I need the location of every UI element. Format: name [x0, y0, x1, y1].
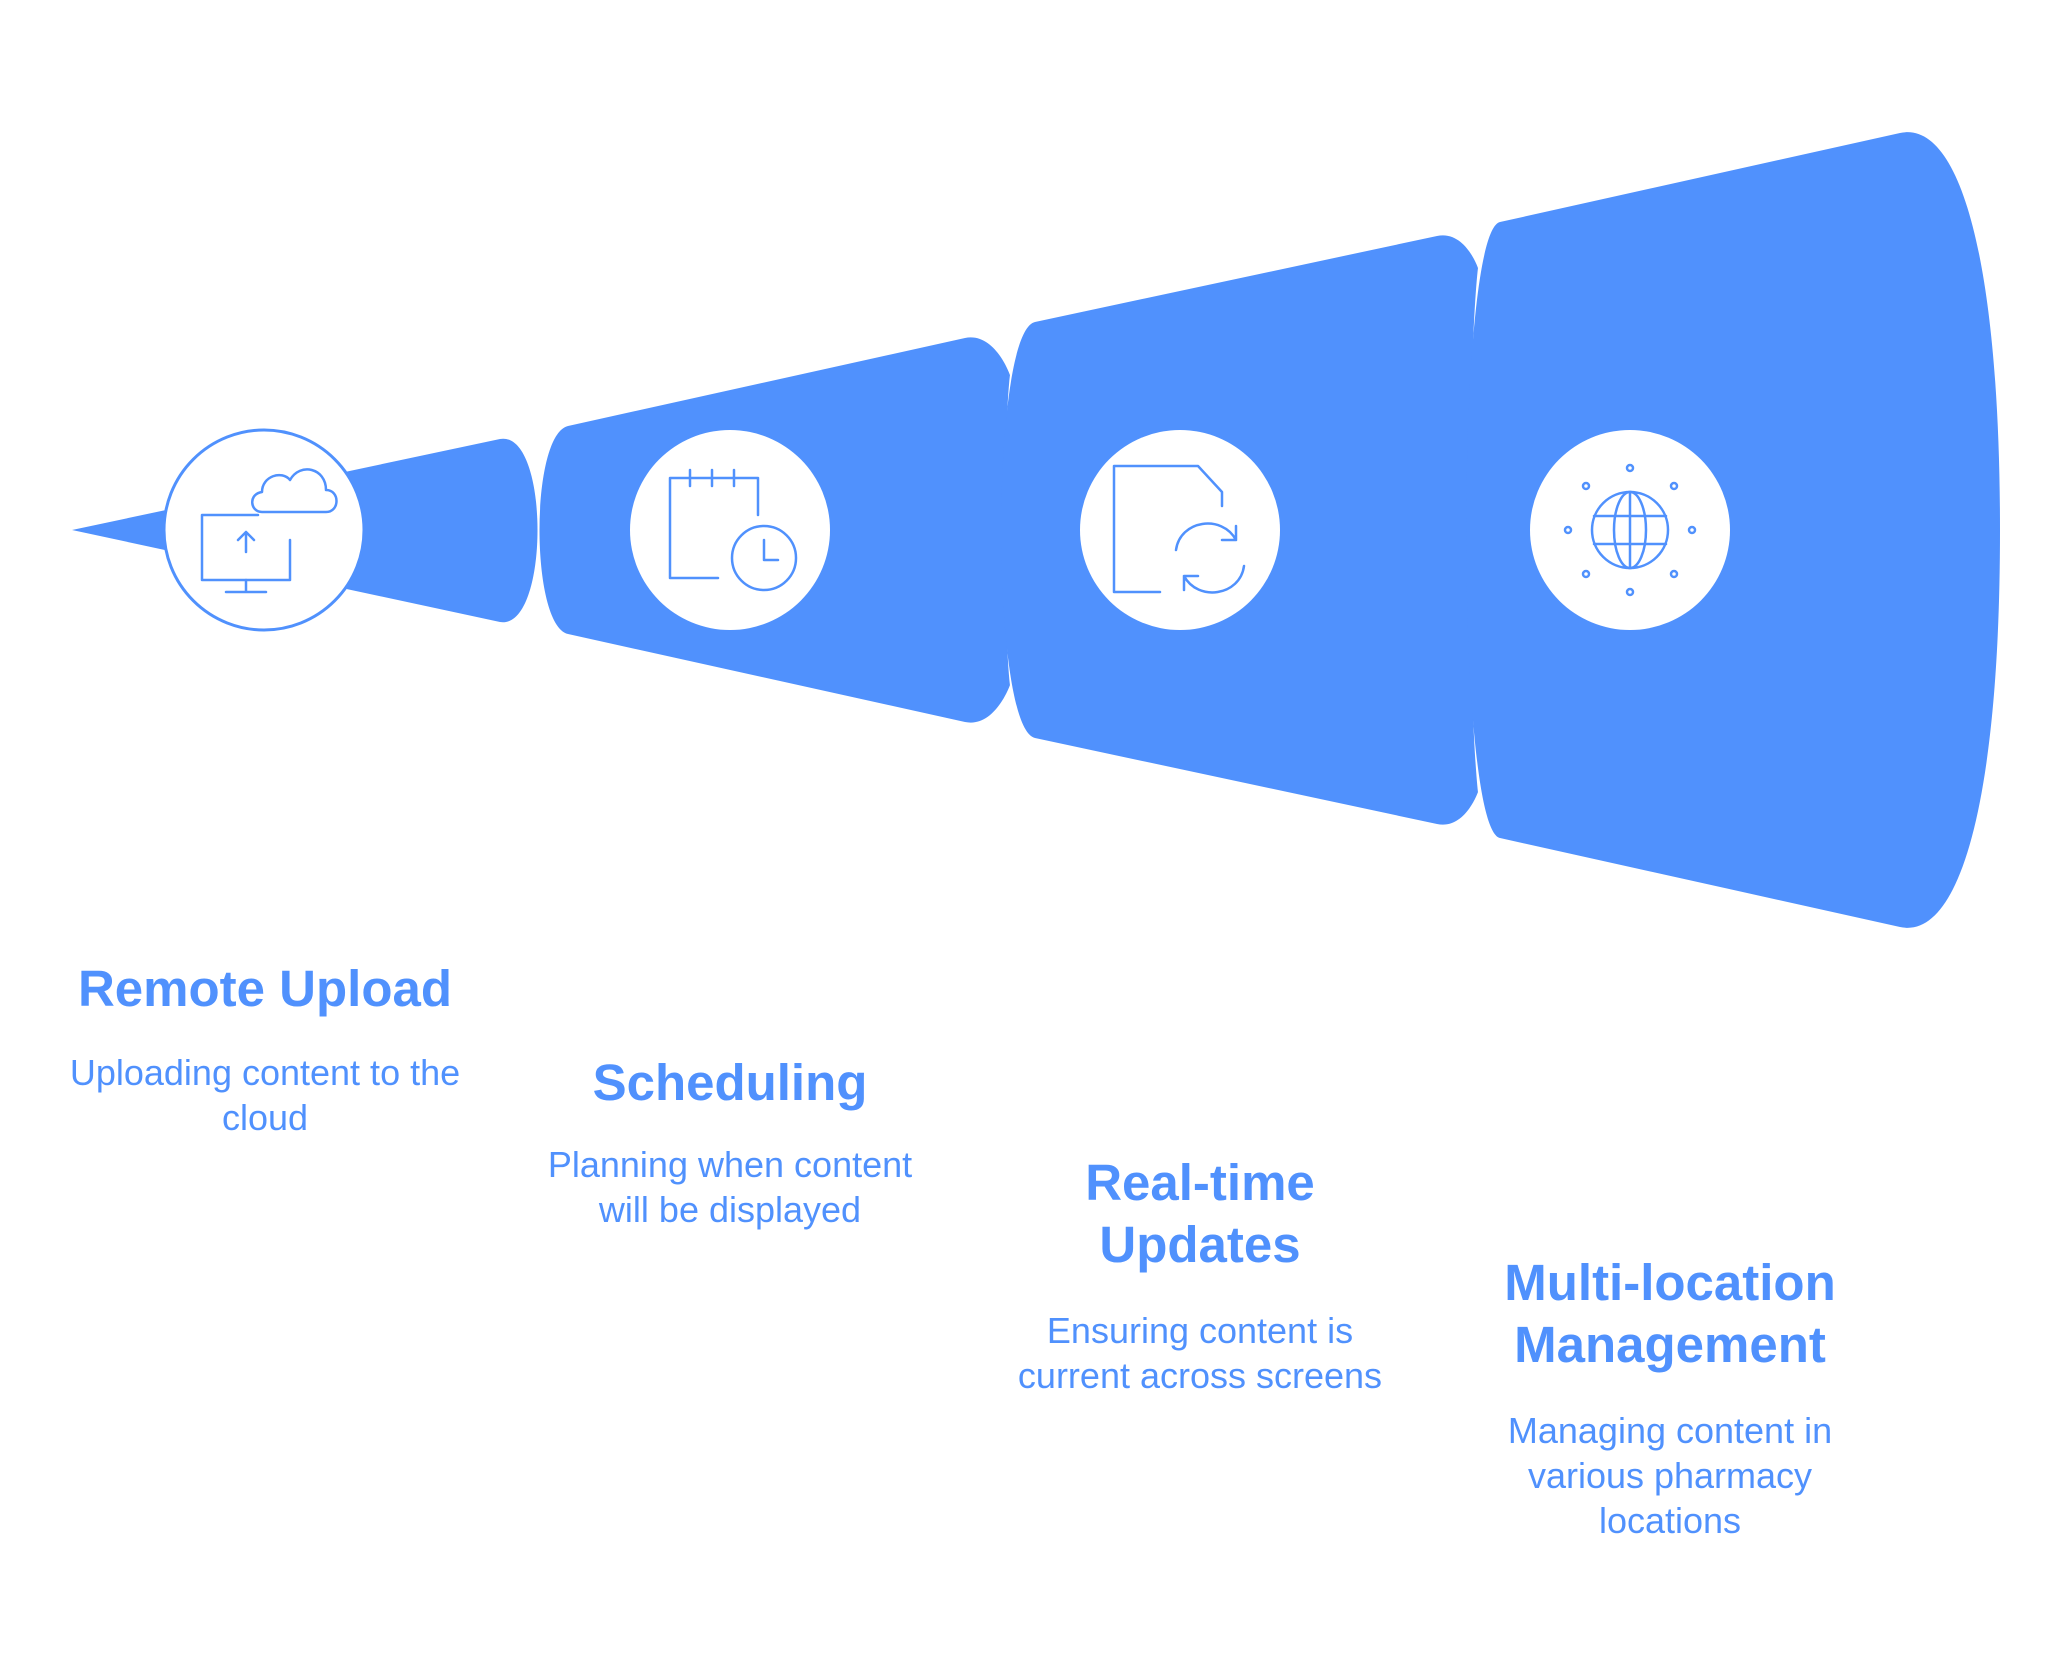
document-sync-icon [1112, 464, 1246, 594]
stage-1-circle [162, 428, 366, 632]
stage-2-circle [630, 430, 830, 630]
stage-description: Uploading content to the cloud [69, 1052, 461, 1138]
stage-2-text: Scheduling Planning when content will be… [520, 1052, 940, 1232]
stage-description: Managing content in various pharmacy loc… [1507, 1410, 1833, 1541]
calendar-clock-icon [668, 468, 798, 592]
globe-network-icon [1563, 463, 1697, 597]
stage-3-badge [1080, 430, 1280, 630]
stage-1-text: Remote Upload Uploading content to the c… [50, 958, 480, 1140]
stage-3-text: Real-time Updates Ensuring content is cu… [990, 1152, 1410, 1398]
stage-4-badge [1530, 430, 1730, 630]
funnel-segment-4 [1466, 132, 2000, 928]
stage-title: Remote Upload [77, 960, 453, 1017]
stage-title: Scheduling [592, 1054, 868, 1111]
stage-3-circle [1080, 430, 1280, 630]
stage-1-badge [162, 428, 366, 632]
stage-description: Planning when content will be displayed [547, 1144, 913, 1230]
stage-2-badge [630, 430, 830, 630]
cloud-upload-monitor-icon [200, 468, 338, 594]
stage-title: Real-time Updates [1085, 1154, 1315, 1273]
stage-4-text: Multi-location Management Managing conte… [1460, 1252, 1880, 1543]
stage-description: Ensuring content is current across scree… [1017, 1310, 1383, 1396]
stage-title: Multi-location Management [1504, 1254, 1836, 1373]
